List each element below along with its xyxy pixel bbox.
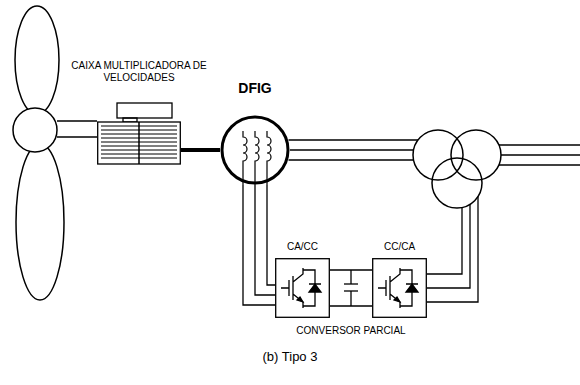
converter-box-outline <box>303 270 321 306</box>
transformer-symbol <box>432 158 482 208</box>
grid-wires <box>501 154 580 155</box>
converter-box-outline <box>373 259 427 318</box>
converter-box-outline <box>309 284 321 292</box>
dc-link-capacitor <box>350 291 351 306</box>
wire-connector <box>330 270 372 306</box>
figure-caption: (b) Tipo 3 <box>140 349 440 364</box>
dfig-machine-outline <box>243 131 247 185</box>
connector-line <box>330 269 372 270</box>
converter-box: CC/CA <box>372 258 427 318</box>
converter-box-label: CA/CC <box>268 241 338 253</box>
rotor-shaft <box>57 121 97 137</box>
converter-box-outline <box>406 284 418 292</box>
dfig-machine-outline <box>255 131 259 185</box>
shaft-connector <box>181 150 220 151</box>
converter-box-outline <box>281 268 303 308</box>
gearbox-shape <box>97 102 181 166</box>
grid-wires <box>499 164 580 165</box>
converter-box-outline <box>373 259 427 318</box>
group-label: CONVERSOR PARCIAL <box>201 325 501 336</box>
converter-box-outline <box>400 270 418 306</box>
gearbox-label: CAIXA MULTIPLICADORA DE VELOCIDADES <box>54 60 224 84</box>
converter-box-shape <box>372 258 427 318</box>
dfig-machine-outline <box>222 117 288 185</box>
dc-link-capacitor <box>344 270 358 306</box>
grid-wires <box>499 145 580 165</box>
stator-wires <box>289 140 419 160</box>
converter-box-outline <box>276 259 330 318</box>
grid-wires <box>499 144 580 145</box>
stator-wires <box>289 159 414 160</box>
rotor-shaft <box>57 120 97 122</box>
dfig-machine: DFIG <box>220 115 290 185</box>
converter-box-label: CC/CA <box>365 241 435 253</box>
rotor-shaft <box>57 136 97 138</box>
transformer-symbol <box>413 130 463 180</box>
dc-link-capacitor <box>344 283 358 284</box>
component-label: CONVERSOR PARCIAL <box>201 325 501 336</box>
converter-grid-wires <box>427 197 478 302</box>
converter-box-shape <box>275 258 330 318</box>
wind-rotor <box>16 144 64 300</box>
converter-box: CA/CC <box>275 258 330 318</box>
dfig-machine-shape <box>220 115 290 185</box>
converter-box-outline <box>297 297 303 302</box>
converter-box-outline <box>378 268 400 308</box>
converter-box-outline <box>276 259 330 318</box>
gearbox-outline <box>98 103 181 164</box>
wind-rotor <box>13 108 57 152</box>
dfig-machine-label: DFIG <box>220 82 290 94</box>
caption-text: (b) Tipo 3 <box>140 349 440 364</box>
dfig-machine-outline <box>267 131 271 185</box>
connector-line <box>181 148 220 152</box>
wind-rotor <box>13 6 64 300</box>
connector-line <box>255 185 275 295</box>
wind-rotor <box>15 6 59 114</box>
converter-grid-wires <box>427 197 478 302</box>
connector-line <box>330 305 372 306</box>
gearbox-outline <box>98 122 181 164</box>
dc-link-capacitor <box>350 270 351 284</box>
converter-grid-wires <box>427 204 470 288</box>
gearbox-outline <box>117 103 172 118</box>
converter-box-outline <box>394 297 400 302</box>
stator-wires <box>290 149 414 150</box>
wire-connector <box>243 185 275 305</box>
stator-wires <box>289 139 419 140</box>
connector-line <box>267 185 275 285</box>
converter-grid-wires <box>427 208 462 275</box>
connector-line <box>243 185 275 305</box>
transformer-symbol <box>413 130 501 208</box>
gearbox: CAIXA MULTIPLICADORA DE VELOCIDADES <box>97 102 181 166</box>
transformer-symbol <box>451 130 501 180</box>
gearbox-outline <box>138 122 140 164</box>
